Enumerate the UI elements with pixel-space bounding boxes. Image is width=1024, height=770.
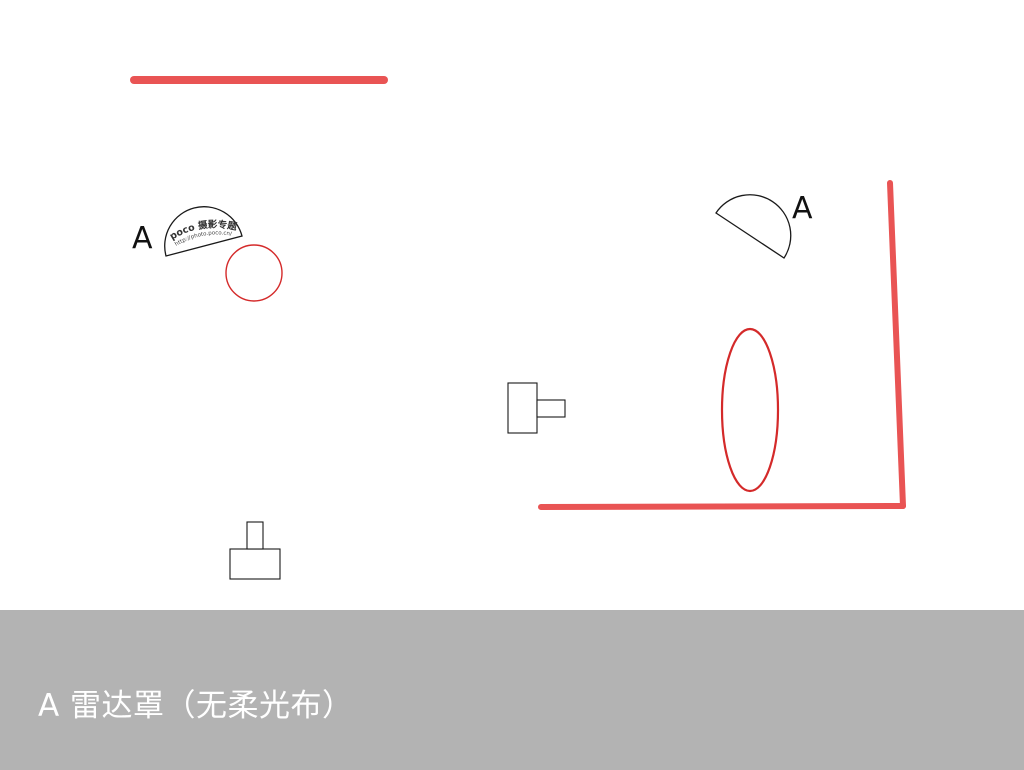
lighting-diagram: poco 摄影专题 http://photo.poco.cn/ A A	[130, 76, 906, 580]
camera-left	[229, 521, 281, 580]
caption-bar: A 雷达罩（无柔光布）	[0, 610, 1024, 770]
backdrop-wall-bottom	[538, 503, 906, 510]
caption-text: A 雷达罩（无柔光布）	[38, 688, 354, 724]
subject-figure-ellipse	[720, 327, 780, 493]
light-a-right: A	[715, 191, 813, 259]
camera-right	[507, 382, 566, 434]
camera-lens	[536, 399, 566, 418]
camera-lens	[246, 521, 264, 550]
backdrop-wall-right	[887, 180, 906, 509]
light-label-right: A	[792, 191, 813, 226]
radar-dish-icon	[715, 194, 792, 259]
subject-head-circle	[225, 244, 283, 302]
camera-body	[229, 548, 281, 580]
light-a-left: poco 摄影专题 http://photo.poco.cn/ A	[132, 206, 243, 257]
light-label-left: A	[132, 221, 153, 256]
radar-dish-icon	[164, 206, 243, 257]
camera-body	[507, 382, 538, 434]
